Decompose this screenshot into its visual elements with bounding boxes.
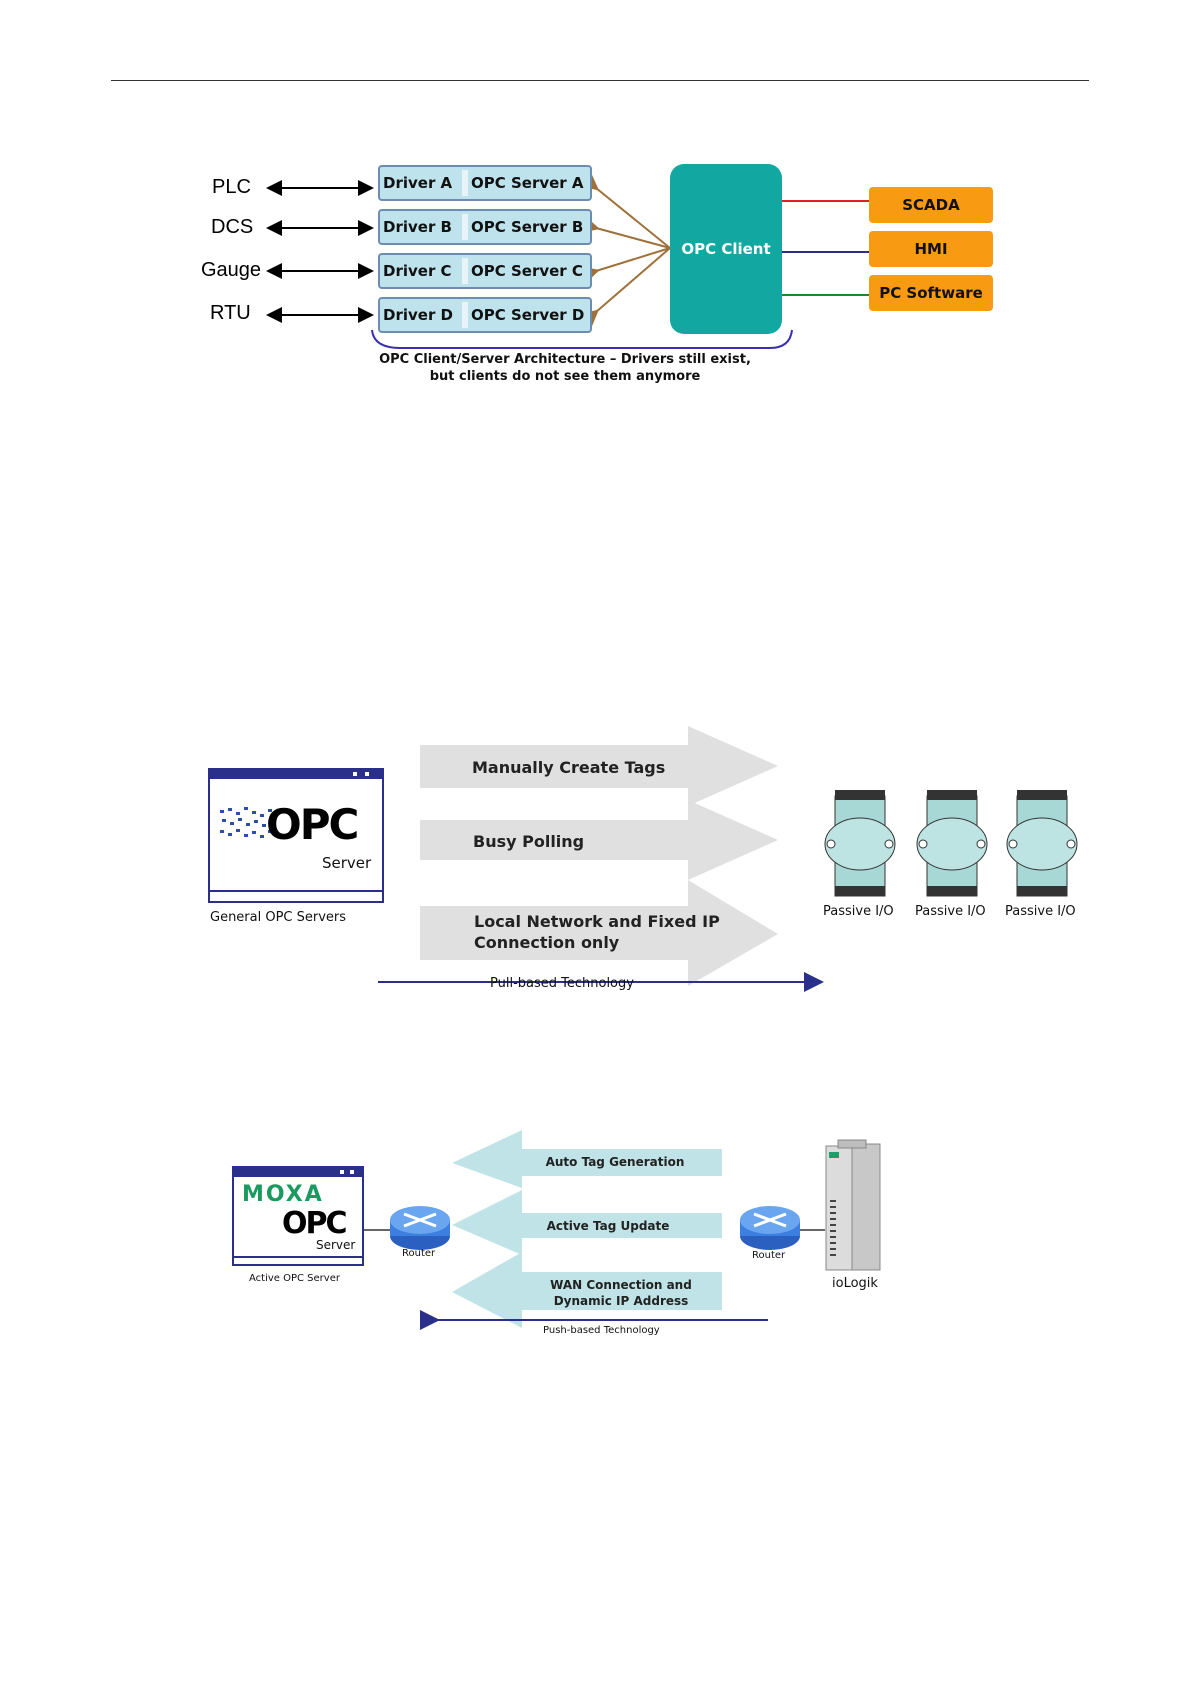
driver-a-label: Driver A <box>383 174 453 192</box>
driver-server-row-c: Driver C OPC Server C <box>378 253 592 289</box>
router-left-label: Router <box>402 1248 436 1259</box>
opc-logo: OPC <box>266 800 359 849</box>
opc-logo: OPC <box>282 1206 348 1241</box>
active-opc-server-caption: Active OPC Server <box>249 1273 340 1284</box>
client-to-server-a-arrow <box>581 174 671 249</box>
device-label-gauge: Gauge <box>201 259 262 281</box>
window-dot <box>353 772 357 776</box>
router-icon <box>740 1206 800 1250</box>
passive-io-module-icon <box>916 790 988 897</box>
window-titlebar <box>234 1168 362 1177</box>
opc-server-a-label: OPC Server A <box>471 174 584 192</box>
passive-io-label: Passive I/O <box>1005 904 1076 919</box>
server-word: Server <box>316 1238 356 1252</box>
pull-arrows-graphic <box>378 726 824 992</box>
router-right-label: Router <box>752 1250 786 1261</box>
manual-tags-label: Manually Create Tags <box>472 758 666 777</box>
push-based-diagram: MOXA OPC Server Active OPC Server Router… <box>0 1130 1191 1350</box>
big-arrow-local-network <box>420 880 778 986</box>
opc-server-d-label: OPC Server D <box>471 306 585 324</box>
architecture-caption-line1: OPC Client/Server Architecture – Drivers… <box>379 352 751 367</box>
scada-box: SCADA <box>869 187 993 223</box>
driver-b-label: Driver B <box>383 218 452 236</box>
device-label-rtu: RTU <box>210 302 251 324</box>
window-dot <box>365 772 369 776</box>
passive-io-modules <box>824 790 1078 897</box>
iologik-device-icon <box>825 1139 881 1271</box>
general-opc-servers-caption: General OPC Servers <box>210 910 347 925</box>
window-dot <box>340 1170 344 1174</box>
window-dot <box>350 1170 354 1174</box>
driver-d-label: Driver D <box>383 306 454 324</box>
big-arrow-auto-tag <box>452 1130 722 1188</box>
architecture-connectors <box>266 174 869 349</box>
moxa-opc-server-window-icon: MOXA OPC Server <box>232 1166 364 1266</box>
architecture-caption-line2: but clients do not see them anymore <box>429 369 701 384</box>
big-arrow-active-update <box>452 1190 722 1255</box>
row-divider <box>462 258 468 284</box>
big-arrow-wan <box>452 1252 722 1328</box>
page-header-rule <box>111 80 1089 81</box>
iologik-label: ioLogik <box>832 1276 878 1291</box>
row-divider <box>462 214 468 240</box>
server-word: Server <box>322 854 372 872</box>
pull-based-diagram: OPC Server General OPC Servers Manually … <box>0 700 1191 1020</box>
driver-server-row-a: Driver A OPC Server A <box>378 165 592 201</box>
window-footer-line <box>234 1256 362 1258</box>
wan-label-line2: Dynamic IP Address <box>553 1294 689 1308</box>
grouping-brace <box>371 329 793 349</box>
wan-label-line1: WAN Connection and <box>550 1278 692 1292</box>
auto-tag-label: Auto Tag Generation <box>545 1155 685 1169</box>
client-to-server-c-arrow <box>582 247 671 283</box>
local-network-label-line2: Connection only <box>474 933 620 952</box>
pull-axis-label: Pull-based Technology <box>490 976 634 991</box>
pc-software-box: PC Software <box>869 275 993 311</box>
device-label-dcs: DCS <box>211 216 254 238</box>
passive-io-module-icon <box>824 790 896 897</box>
opc-server-b-label: OPC Server B <box>471 218 584 236</box>
driver-server-row-b: Driver B OPC Server B <box>378 209 592 245</box>
window-titlebar <box>210 770 382 779</box>
opc-client-box: OPC Client <box>670 164 782 334</box>
busy-polling-label: Busy Polling <box>473 832 585 851</box>
driver-c-label: Driver C <box>383 262 452 280</box>
push-arrows-graphic <box>363 1130 881 1330</box>
push-axis-label: Push-based Technology <box>543 1325 660 1336</box>
driver-server-row-d: Driver D OPC Server D <box>378 297 592 333</box>
router-icon <box>390 1206 450 1250</box>
big-arrow-manual-tags <box>420 726 778 806</box>
hmi-box: HMI <box>869 231 993 267</box>
passive-io-label: Passive I/O <box>823 904 894 919</box>
opc-dots-graphic <box>220 807 274 838</box>
opc-server-window-icon: OPC Server <box>208 768 384 903</box>
passive-io-label: Passive I/O <box>915 904 986 919</box>
device-label-plc: PLC <box>212 176 251 198</box>
opc-server-c-label: OPC Server C <box>471 262 583 280</box>
local-network-label-line1: Local Network and Fixed IP <box>474 912 720 931</box>
moxa-logo: MOXA <box>242 1182 324 1207</box>
window-footer-line <box>210 890 382 892</box>
client-to-server-d-arrow <box>581 247 671 326</box>
client-to-server-b-arrow <box>582 217 671 249</box>
row-divider <box>462 170 468 196</box>
active-tag-update-label: Active Tag Update <box>546 1219 670 1233</box>
big-arrow-busy-polling <box>420 800 778 880</box>
opc-architecture-diagram: PLC DCS Gauge RTU Driver A OPC Server A … <box>0 0 1191 400</box>
row-divider <box>462 302 468 328</box>
passive-io-module-icon <box>1006 790 1078 897</box>
